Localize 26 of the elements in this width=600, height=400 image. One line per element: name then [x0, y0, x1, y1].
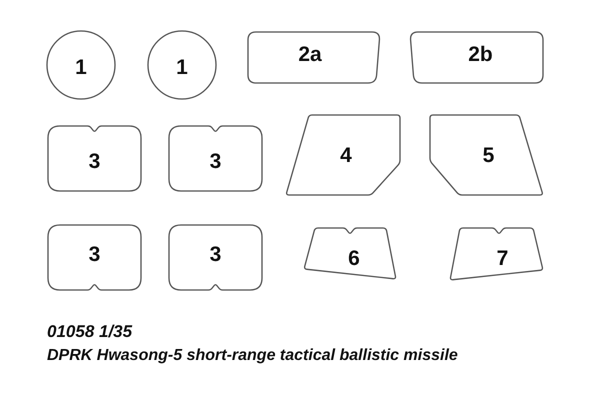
part-number: 5 — [482, 144, 494, 166]
catalog-number: 01058 1/35 — [47, 322, 132, 342]
decal-outline — [430, 115, 543, 195]
part-number: 3 — [210, 151, 222, 172]
circular-decal-outline — [47, 31, 115, 99]
decal-outline — [48, 126, 141, 191]
part-number: 1 — [176, 56, 188, 78]
part-number: 3 — [88, 244, 100, 265]
decal-outline — [169, 225, 262, 290]
part-number: 2b — [468, 44, 493, 65]
part-number: 1 — [75, 56, 87, 78]
part-number: 2a — [298, 44, 322, 65]
part-number: 6 — [348, 248, 360, 268]
decal-outline — [450, 228, 543, 280]
title-text: DPRK Hwasong-5 short-range tactical ballistic missile — [47, 347, 458, 365]
decal-outline — [169, 126, 262, 191]
decal-outline — [48, 225, 141, 290]
decal-outline — [410, 32, 543, 83]
part-number: 3 — [88, 151, 100, 172]
decal-outline — [248, 32, 380, 83]
part-number: 4 — [340, 144, 352, 166]
part-number: 7 — [496, 248, 508, 268]
circular-decal-outline — [148, 31, 216, 99]
decal-outline — [304, 228, 396, 280]
part-number: 3 — [210, 244, 222, 265]
decal-outline — [286, 115, 400, 195]
